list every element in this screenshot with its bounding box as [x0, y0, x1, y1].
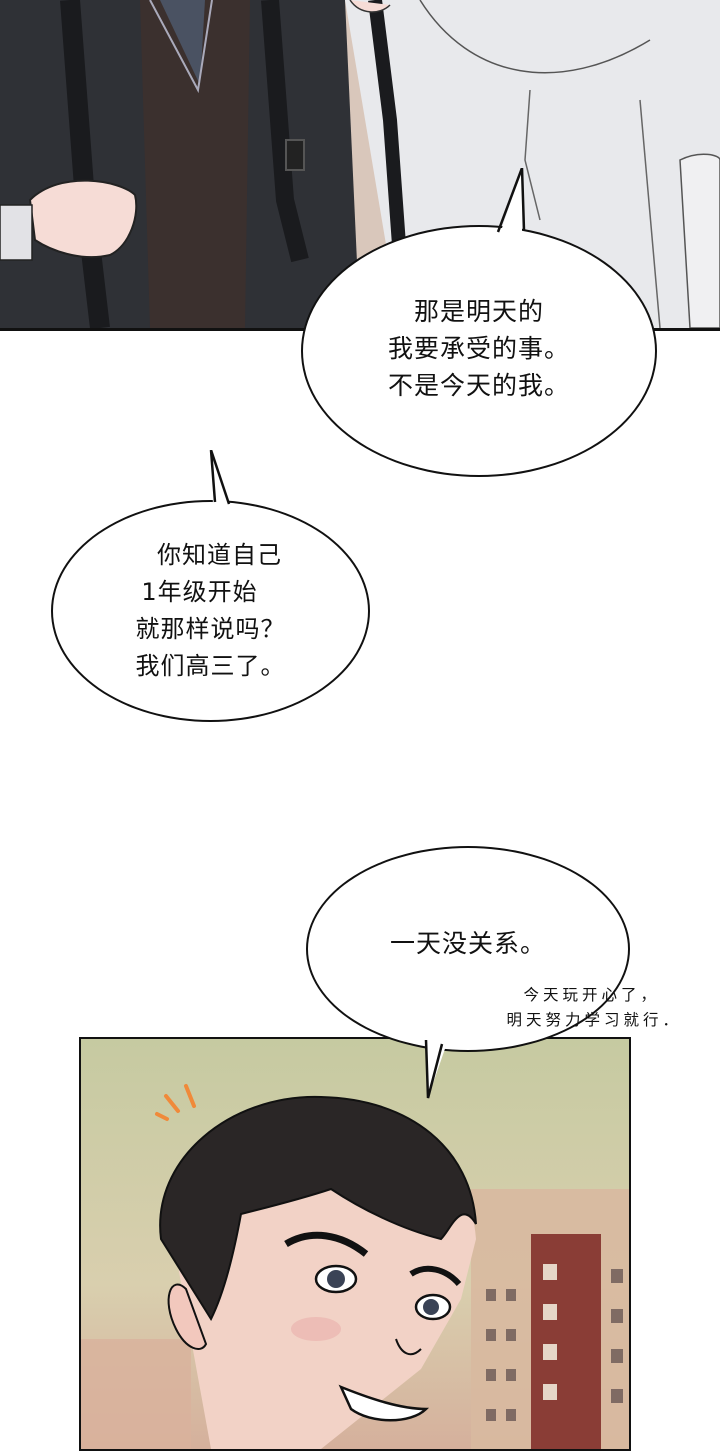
bubble-3-text: 一天没关系。 — [390, 925, 546, 962]
bottom-comic-panel — [79, 1037, 631, 1451]
bubble-1-tail — [496, 168, 526, 234]
handwritten-aside-text: 今天玩开心了， 明天努力学习就行． — [462, 983, 682, 1033]
speech-bubble-3: 一天没关系。 — [306, 846, 630, 1052]
bubble-3-tail — [424, 1040, 448, 1099]
bubble-2-line-1: 你知道自己 — [157, 541, 282, 569]
bubble-1-line-2: 我要承受的事。 — [387, 333, 570, 363]
speech-bubble-1: 那是明天的 我要承受的事。 不是今天的我。 — [301, 225, 657, 477]
bubble-1-line-1: 那是明天的 — [413, 296, 544, 326]
bubble-2-tail — [209, 450, 231, 506]
bubble-1-text: 那是明天的 我要承受的事。 不是今天的我。 — [388, 293, 570, 404]
bubble-3-line-1: 一天没关系。 — [389, 928, 546, 958]
bubble-2-line-2: 1年级开始 — [141, 578, 258, 606]
bubble-2-line-4: 我们高三了。 — [135, 652, 286, 680]
aside-line-1: 今天玩开心了， — [523, 986, 660, 1004]
bubble-1-line-3: 不是今天的我。 — [387, 370, 570, 400]
bubble-2-line-3: 就那样说吗？ — [135, 615, 286, 643]
bubble-2-text: 你知道自己 1年级开始 就那样说吗？ 我们高三了。 — [136, 537, 286, 685]
aside-line-2: 明天努力学习就行． — [506, 1011, 682, 1029]
speech-bubble-2: 你知道自己 1年级开始 就那样说吗？ 我们高三了。 — [51, 500, 370, 722]
smiling-boy-illustration — [81, 1039, 629, 1449]
